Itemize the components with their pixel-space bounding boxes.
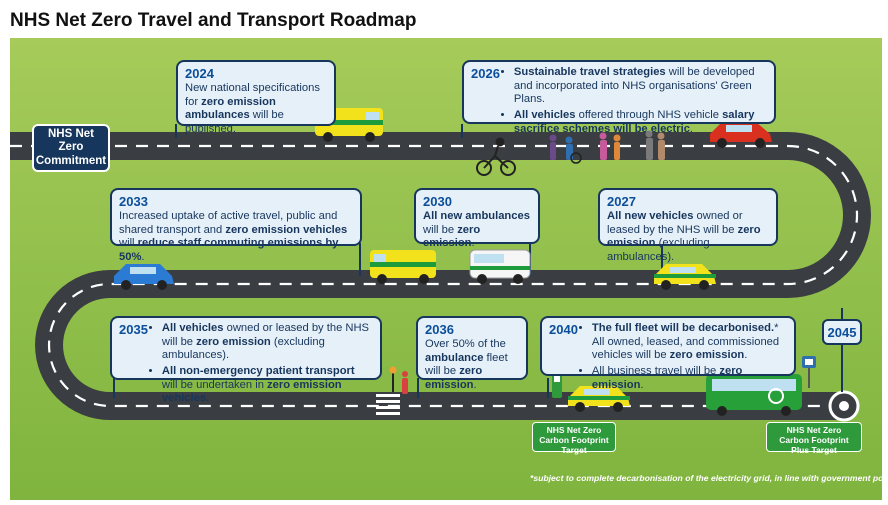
pedestrians-icon bbox=[549, 130, 665, 164]
milestone-highlight: zero emission vehicles bbox=[225, 223, 348, 236]
page-title: NHS Net Zero Travel and Transport Roadma… bbox=[10, 10, 417, 31]
milestone-text: . bbox=[640, 378, 644, 391]
milestone-text: . bbox=[141, 250, 145, 263]
response-car-icon bbox=[654, 264, 716, 290]
milestone-highlight: All non-emergency patient transport bbox=[161, 364, 355, 377]
zebra-crossing-icon bbox=[376, 366, 408, 415]
milestone-year: 2033 bbox=[119, 194, 148, 209]
milestone-text: (excluding ambulances). bbox=[161, 335, 325, 362]
milestone-year: 2030 bbox=[423, 194, 452, 209]
milestone-text: will be published. bbox=[185, 109, 284, 135]
electric-ambulance-icon bbox=[469, 249, 531, 284]
milestone-year: 2040 bbox=[549, 322, 578, 337]
milestone-text: will be bbox=[423, 223, 458, 236]
electric-bus-icon bbox=[706, 374, 802, 416]
milestone-text: fleet will be bbox=[425, 351, 508, 378]
milestone-highlight: All vehicles bbox=[161, 322, 224, 334]
milestone-text: . bbox=[471, 237, 475, 250]
milestone-text: . bbox=[744, 349, 748, 362]
red-car-icon bbox=[710, 122, 772, 148]
milestone-year: 2036 bbox=[425, 322, 454, 337]
milestone-2033: 2033 Increased uptake of active travel, … bbox=[110, 188, 362, 263]
bus-stop-icon bbox=[802, 356, 816, 388]
milestone-bullet: All non-emergency patient transport will… bbox=[162, 365, 373, 406]
milestone-text: offered through NHS vehicle bbox=[575, 108, 723, 121]
milestone-text: owned or leased by the NHS will be bbox=[161, 322, 370, 348]
milestone-text: Over 50% of the bbox=[425, 337, 506, 350]
cyclist-icon bbox=[476, 137, 516, 176]
blue-electric-car-icon bbox=[114, 264, 174, 290]
milestone-2027: 2027 All new vehicles owned or leased by… bbox=[598, 188, 778, 263]
milestone-highlight: All vehicles bbox=[513, 108, 576, 121]
milestone-highlight: zero emission bbox=[423, 223, 481, 250]
milestone-bullet: Sustainable travel strategies will be de… bbox=[514, 66, 767, 107]
net-zero-commitment-badge: NHS Net Zero Commitment bbox=[32, 124, 110, 172]
milestone-highlight: zero emission bbox=[425, 365, 483, 391]
milestone-2030: 2030 All new ambulances will be zero emi… bbox=[414, 188, 540, 249]
milestone-text: will bbox=[119, 237, 138, 250]
milestone-bullet: The full fleet will be decarbonised.*All… bbox=[592, 322, 787, 363]
milestone-2035: 2035 All vehicles owned or leased by the… bbox=[110, 316, 382, 404]
milestone-2045: 2045 bbox=[822, 319, 862, 345]
milestone-text: * bbox=[774, 322, 779, 334]
milestone-bullet: All business travel will be zero emissio… bbox=[592, 365, 787, 392]
milestone-highlight: ambulance bbox=[425, 351, 484, 364]
milestone-2026: 2026 Sustainable travel strategies will … bbox=[462, 60, 776, 135]
milestone-bullet: All vehicles offered through NHS vehicle… bbox=[514, 109, 767, 136]
milestone-highlight: The full fleet will be decarbonised. bbox=[591, 322, 775, 334]
milestone-year: 2026 bbox=[471, 66, 500, 81]
milestone-highlight: All new ambulances bbox=[423, 209, 530, 222]
ambulance-icon bbox=[370, 250, 436, 284]
milestone-year: 2027 bbox=[607, 194, 636, 209]
milestone-text: will be developed and incorporated into … bbox=[513, 66, 755, 106]
milestone-highlight: Sustainable travel strategies bbox=[513, 66, 666, 78]
milestone-year: 2024 bbox=[185, 66, 214, 81]
carbon-footprint-target-badge: NHS Net Zero Carbon Footprint Target bbox=[532, 422, 616, 455]
milestone-2036: 2036 Over 50% of the ambulance fleet wil… bbox=[416, 316, 528, 391]
milestone-highlight: zero emission bbox=[591, 364, 743, 391]
milestone-text: All owned, leased, and commissioned vehi… bbox=[591, 335, 780, 362]
milestone-highlight: zero emission ambulances bbox=[185, 95, 276, 122]
milestone-text: All business travel will be bbox=[591, 364, 720, 377]
milestone-2040: 2040 The full fleet will be decarbonised… bbox=[540, 316, 796, 391]
milestone-2024: 2024 New national specifications for zer… bbox=[176, 60, 336, 135]
milestone-year: 2035 bbox=[119, 322, 148, 337]
milestone-text: will be undertaken in bbox=[161, 378, 268, 391]
milestone-highlight: All new vehicles bbox=[607, 209, 694, 222]
milestone-highlight: salary sacrifice schemes will be electri… bbox=[513, 108, 755, 135]
milestone-highlight: zero emission bbox=[669, 349, 745, 362]
charging-point-icon bbox=[552, 372, 562, 398]
milestone-text: (excluding ambulances). bbox=[607, 237, 710, 263]
milestone-highlight: zero emission bbox=[607, 223, 761, 250]
milestone-text: . bbox=[473, 378, 477, 391]
roadmap-road bbox=[10, 108, 871, 422]
footnote: *subject to complete decarbonisation of … bbox=[530, 473, 882, 483]
milestone-highlight: reduce staff commuting emissions by 50% bbox=[119, 237, 339, 263]
milestone-text: New national specifications for bbox=[185, 81, 320, 108]
milestone-highlight: zero emission bbox=[196, 335, 271, 348]
milestone-text: . bbox=[206, 392, 210, 405]
response-car-icon bbox=[568, 386, 630, 412]
milestone-bullet: All vehicles owned or leased by the NHS … bbox=[162, 322, 373, 363]
milestone-highlight: zero emission vehicles bbox=[161, 378, 342, 405]
carbon-footprint-plus-target-badge: NHS Net Zero Carbon Footprint Plus Targe… bbox=[766, 422, 862, 455]
milestone-text: owned or leased by the NHS will be bbox=[607, 209, 743, 236]
milestone-text: Increased uptake of active travel, publi… bbox=[119, 209, 338, 236]
roadmap-panel: NHS Net Zero Commitment 2024 New nationa… bbox=[10, 38, 882, 500]
milestone-text: . bbox=[689, 122, 694, 135]
